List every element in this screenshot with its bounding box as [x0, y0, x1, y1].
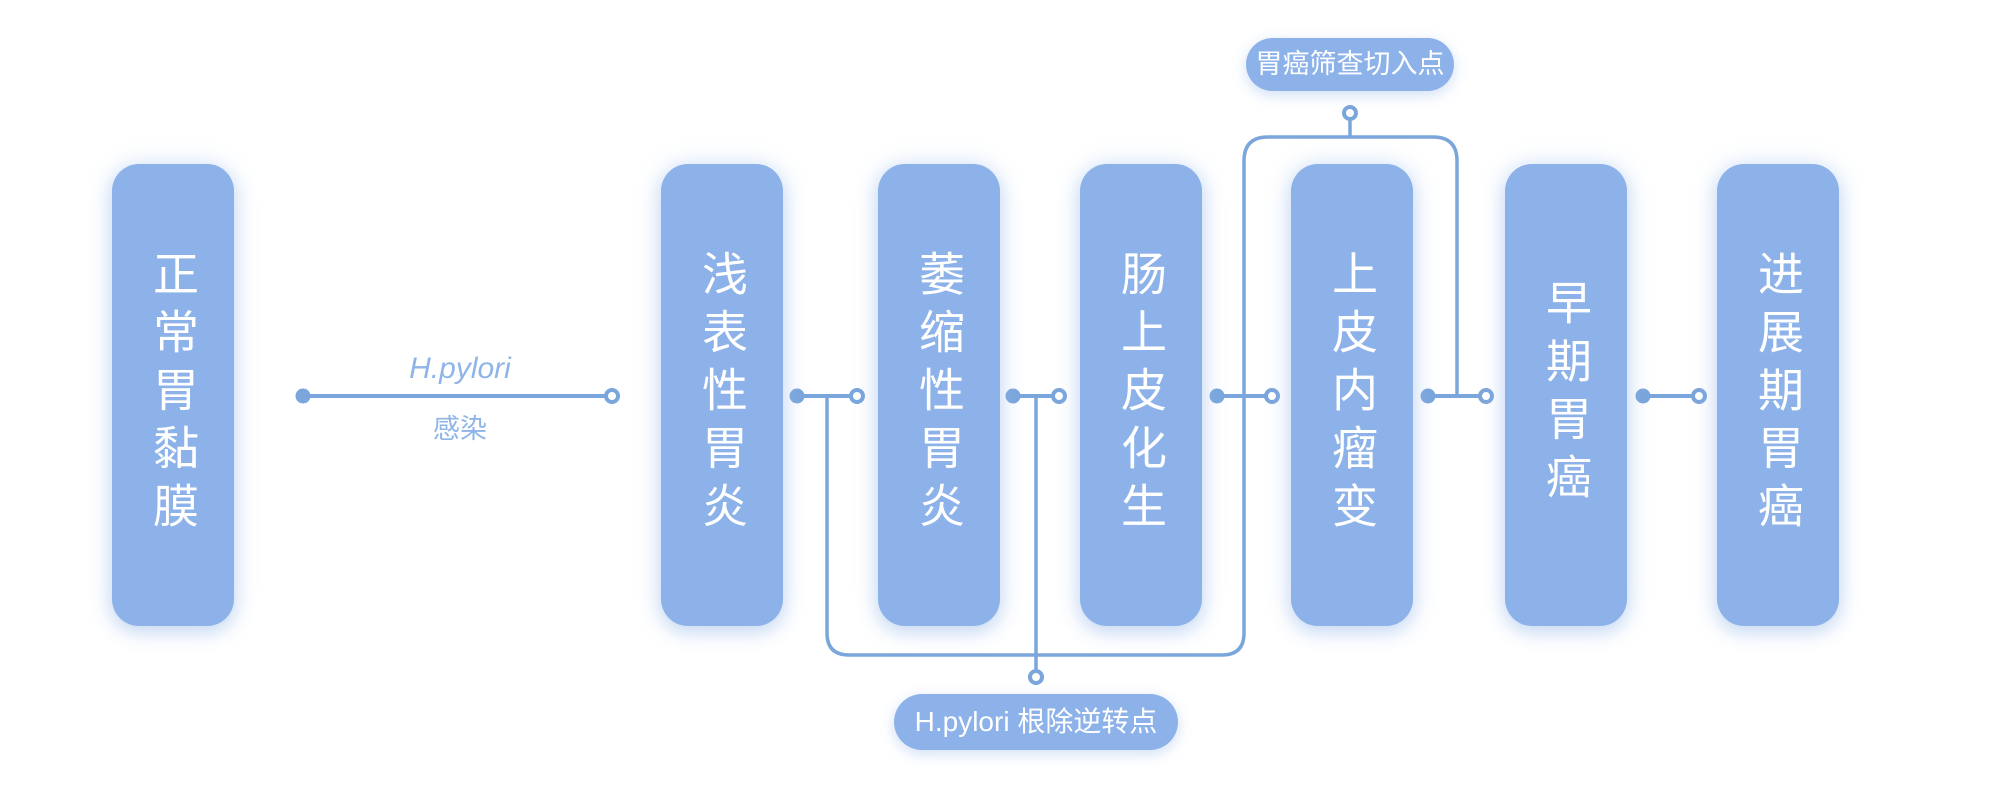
reversal-ring — [1028, 669, 1044, 685]
stage-node-intestinal-metaplasia: 肠上皮化生 — [1080, 164, 1202, 626]
screening-entry-annotation-pill: 胃癌筛查切入点 — [1246, 38, 1454, 91]
stage-node-normal-gastric-mucosa: 正常胃黏膜 — [112, 164, 234, 626]
stage-label: 肠上皮化生 — [1115, 250, 1167, 540]
eradication-reversal-annotation-pill: H.pylori 根除逆转点 — [894, 694, 1178, 750]
stage-node-intraepithelial-neoplasia: 上皮内瘤变 — [1291, 164, 1413, 626]
stage-node-superficial-gastritis: 浅表性胃炎 — [661, 164, 783, 626]
connector-6-start-dot — [1635, 388, 1651, 404]
hpylori-edge-label-line1: H.pylori — [409, 352, 511, 385]
connector-4-end-ring — [1264, 388, 1280, 404]
stage-node-advanced-gastric-cancer: 进展期胃癌 — [1717, 164, 1839, 626]
connector-3-end-ring — [1051, 388, 1067, 404]
stage-label: 早期胃癌 — [1540, 279, 1592, 511]
connector-4-start-dot — [1209, 388, 1225, 404]
connector-1-end-ring — [604, 388, 620, 404]
stage-node-early-gastric-cancer: 早期胃癌 — [1505, 164, 1627, 626]
connector-5-start-dot — [1420, 388, 1436, 404]
connector-2-start-dot — [789, 388, 805, 404]
stage-label: 萎缩性胃炎 — [913, 250, 965, 540]
connector-3-start-dot — [1005, 388, 1021, 404]
connector-2-end-ring — [849, 388, 865, 404]
connector-1-start-dot — [295, 388, 311, 404]
connector-5-end-ring — [1478, 388, 1494, 404]
stage-label: 浅表性胃炎 — [696, 250, 748, 540]
stage-label: 上皮内瘤变 — [1326, 250, 1378, 540]
hpylori-edge-label-line2: 感染 — [433, 414, 487, 444]
connector-6-end-ring — [1691, 388, 1707, 404]
stage-node-atrophic-gastritis: 萎缩性胃炎 — [878, 164, 1000, 626]
stage-label: 正常胃黏膜 — [147, 250, 199, 540]
stage-label: 进展期胃癌 — [1752, 250, 1804, 540]
screening-ring — [1342, 105, 1358, 121]
